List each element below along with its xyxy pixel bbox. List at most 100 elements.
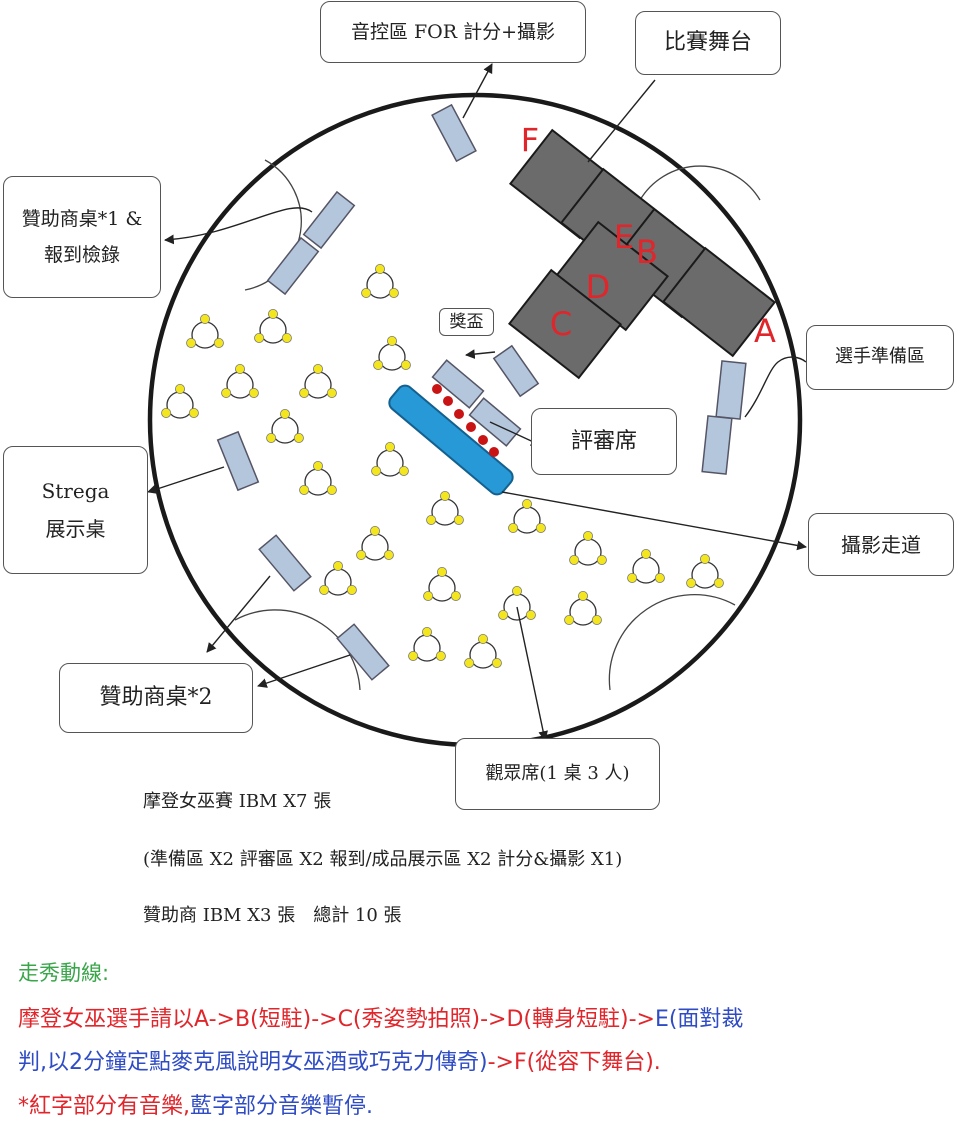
- audience-table: [423, 567, 461, 602]
- door-arcs: [234, 159, 761, 691]
- audience-seat: [564, 615, 575, 626]
- table-breakdown-note: (準備區 X2 評審區 X2 報到/成品展示區 X2 計分&攝影 X1): [143, 849, 623, 870]
- contestant-prep-table: [701, 415, 733, 475]
- stage-letter-f: F: [521, 121, 539, 159]
- audience-seat: [423, 591, 434, 602]
- trophy-label: 獎盃: [439, 308, 494, 336]
- sponsor-checkin-table: [302, 190, 356, 250]
- audience-seat: [464, 658, 475, 669]
- strega-display-table: [216, 430, 260, 492]
- audience-table: [299, 363, 337, 399]
- audience-seat: [213, 337, 224, 348]
- venue-floor-plan: A B C D E F: [147, 63, 807, 748]
- audience-seat: [267, 308, 278, 319]
- judge-seat: [432, 384, 442, 394]
- audience-seat: [654, 573, 665, 584]
- audience-seat: [373, 359, 384, 370]
- music-note: *紅字部分有音樂,: [18, 1094, 190, 1119]
- audience-seat: [161, 407, 172, 418]
- stage-letter-b: B: [636, 233, 658, 271]
- sponsor-checkin-label: 贊助商桌*1 &報到檢錄: [3, 176, 161, 298]
- judges-side-table: [468, 397, 522, 447]
- audience-seat: [312, 460, 323, 471]
- audience-seat: [439, 490, 450, 501]
- audience-table: [356, 526, 394, 561]
- audience-seat: [522, 498, 533, 509]
- arrow-strega: [147, 466, 225, 494]
- audience-seat: [713, 578, 724, 589]
- door-arc: [244, 159, 302, 291]
- stage-letter-e: E: [614, 218, 634, 256]
- audience-seat: [281, 332, 292, 343]
- audience-seat: [491, 658, 502, 669]
- audience-seat: [279, 408, 290, 419]
- door-arc: [234, 609, 361, 691]
- audience-seat: [686, 578, 697, 589]
- audience-seat: [525, 610, 536, 621]
- audience-seat: [498, 610, 509, 621]
- contestant-prep-table: [715, 360, 747, 420]
- audience-seating: [161, 263, 724, 669]
- audience-seat: [332, 561, 343, 572]
- audience-seat: [386, 335, 397, 346]
- stage-letter-d: D: [586, 268, 611, 306]
- audience-seat: [583, 531, 594, 542]
- audience-seat: [596, 555, 607, 566]
- audience-table: [186, 313, 224, 349]
- audience-seating-label: 觀眾席(1 桌 3 人): [455, 738, 660, 810]
- audience-seat: [346, 585, 357, 596]
- audience-seat: [234, 363, 245, 374]
- route-text-paused: E(面對裁: [654, 1007, 744, 1032]
- photo-aisle-label: 攝影走道: [808, 513, 954, 576]
- audience-table: [627, 549, 665, 584]
- arrow-sponsor-checkin: [164, 207, 313, 245]
- audience-seat: [435, 651, 446, 662]
- sponsor-checkin-table: [266, 236, 320, 296]
- audience-seat: [535, 523, 546, 534]
- judge-seat: [443, 396, 453, 406]
- audience-table: [508, 498, 546, 534]
- audience-seat: [186, 337, 197, 348]
- route-heading: 走秀動線:: [18, 961, 110, 985]
- audience-seat: [371, 465, 382, 476]
- arrow-trophy: [465, 349, 496, 359]
- sound-booth-table: [431, 103, 477, 163]
- audience-table: [266, 408, 304, 444]
- audience-seat: [398, 465, 409, 476]
- audience-table: [299, 460, 337, 496]
- audience-table: [371, 441, 409, 477]
- audience-seat: [508, 523, 519, 534]
- audience-seat: [326, 484, 337, 495]
- audience-seat: [408, 651, 419, 662]
- line-stage: [587, 79, 656, 163]
- line-contestant-prep: [744, 356, 807, 418]
- audience-seat: [299, 484, 310, 495]
- sponsor-table-2-label: 贊助商桌*2: [59, 663, 253, 733]
- audience-table: [426, 490, 464, 526]
- audience-seat: [361, 287, 372, 298]
- stage-section: [661, 246, 777, 358]
- stage-label: 比賽舞台: [635, 11, 781, 75]
- audience-seat: [319, 585, 330, 596]
- judge-seat: [478, 435, 488, 445]
- audience-seat: [312, 363, 323, 374]
- audience-seat: [266, 432, 277, 443]
- arrow-audience: [516, 606, 548, 741]
- arrow-sound-booth: [462, 63, 493, 119]
- audience-table: [361, 263, 399, 299]
- audience-seat: [384, 441, 395, 452]
- audience-seat: [254, 332, 265, 343]
- door-arc: [639, 165, 761, 201]
- sponsor-table: [258, 534, 312, 592]
- audience-table: [254, 308, 292, 344]
- audience-table: [686, 554, 724, 589]
- judge-seats: [432, 384, 499, 457]
- stage-section: [507, 268, 623, 380]
- audience-table: [221, 363, 259, 399]
- audience-seat: [421, 627, 432, 638]
- audience-seat: [383, 550, 394, 561]
- audience-seat: [199, 313, 210, 324]
- audience-table: [161, 383, 199, 419]
- route-line-1: 摩登女巫選手請以A->B(短駐)->C(秀姿勢拍照)->D(轉身短駐)->E(面…: [18, 1001, 743, 1033]
